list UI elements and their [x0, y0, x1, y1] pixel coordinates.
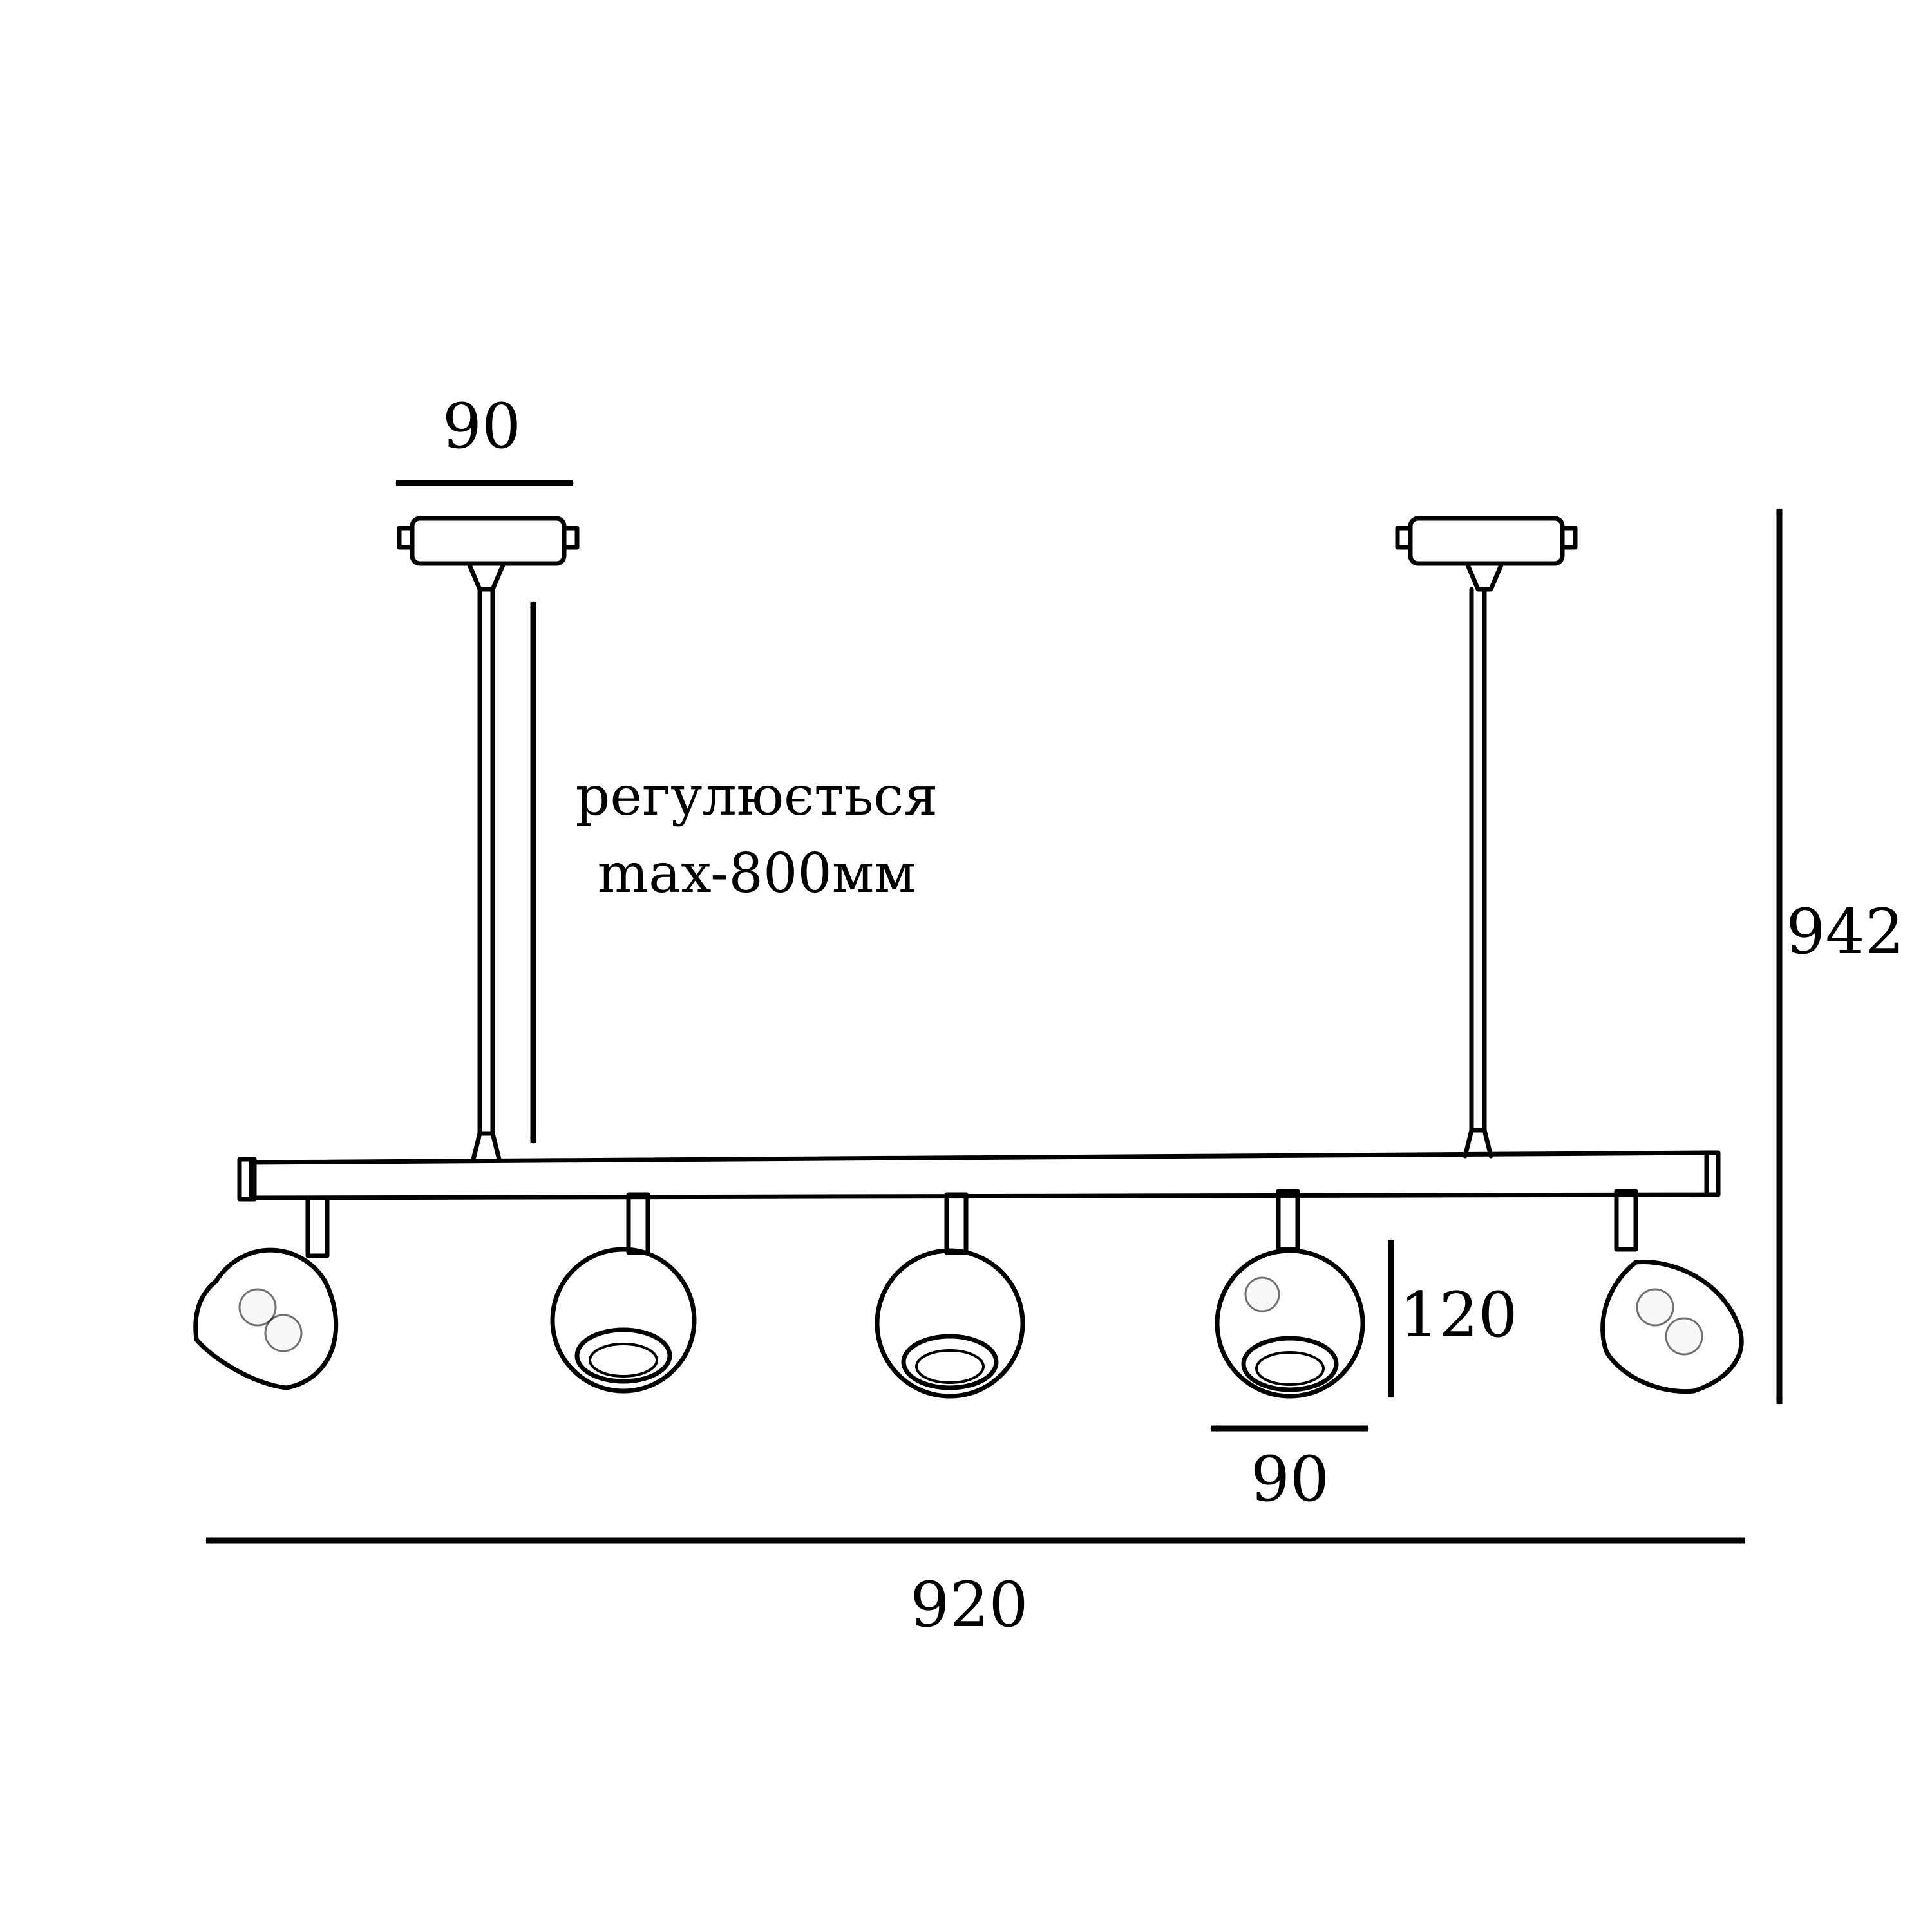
- canopy-right: [1395, 516, 1578, 592]
- spot-lamp-2: [550, 1192, 697, 1394]
- spot-lamp-4: [1215, 1189, 1365, 1399]
- canopy-width-label: 90: [442, 390, 521, 462]
- adjustable-label-line2: max-800мм: [597, 842, 916, 905]
- total-height-label: 942: [1786, 896, 1904, 968]
- total-width-label: 920: [910, 1569, 1028, 1641]
- spot-lamp-5: [1600, 1189, 1744, 1394]
- suspension-rod-left: [471, 587, 502, 1162]
- adjustable-label-line1: регулюється: [576, 764, 938, 828]
- canopy-left: [397, 516, 580, 592]
- spot-lamp-3: [875, 1192, 1025, 1399]
- spot-lamp-1: [193, 1195, 339, 1390]
- shade-width-label: 90: [1251, 1443, 1329, 1515]
- horizontal-bar: [237, 1150, 1721, 1202]
- shade-height-label: 120: [1399, 1279, 1517, 1351]
- suspension-rod-right: [1463, 587, 1493, 1159]
